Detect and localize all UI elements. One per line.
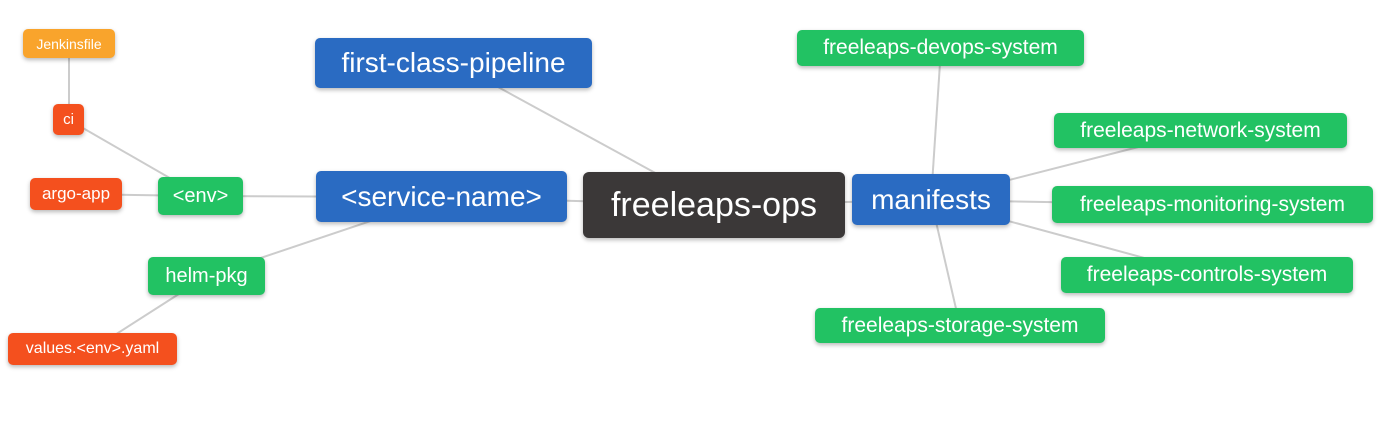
node-freeleaps-devops-system[interactable]: freeleaps-devops-system	[797, 30, 1084, 66]
node-manifests[interactable]: manifests	[852, 174, 1010, 225]
node-jenkinsfile[interactable]: Jenkinsfile	[23, 29, 115, 58]
node-freeleaps-controls-system[interactable]: freeleaps-controls-system	[1061, 257, 1353, 293]
node-values-env-yaml[interactable]: values.<env>.yaml	[8, 333, 177, 365]
node-ci[interactable]: ci	[53, 104, 84, 135]
node-service-name[interactable]: <service-name>	[316, 171, 567, 222]
node-helm-pkg[interactable]: helm-pkg	[148, 257, 265, 295]
node-freeleaps-ops-root[interactable]: freeleaps-ops	[583, 172, 845, 238]
node-env[interactable]: <env>	[158, 177, 243, 215]
node-argo-app[interactable]: argo-app	[30, 178, 122, 210]
node-first-class-pipeline[interactable]: first-class-pipeline	[315, 38, 592, 88]
node-freeleaps-monitoring-system[interactable]: freeleaps-monitoring-system	[1052, 186, 1373, 223]
node-freeleaps-network-system[interactable]: freeleaps-network-system	[1054, 113, 1347, 148]
node-freeleaps-storage-system[interactable]: freeleaps-storage-system	[815, 308, 1105, 343]
